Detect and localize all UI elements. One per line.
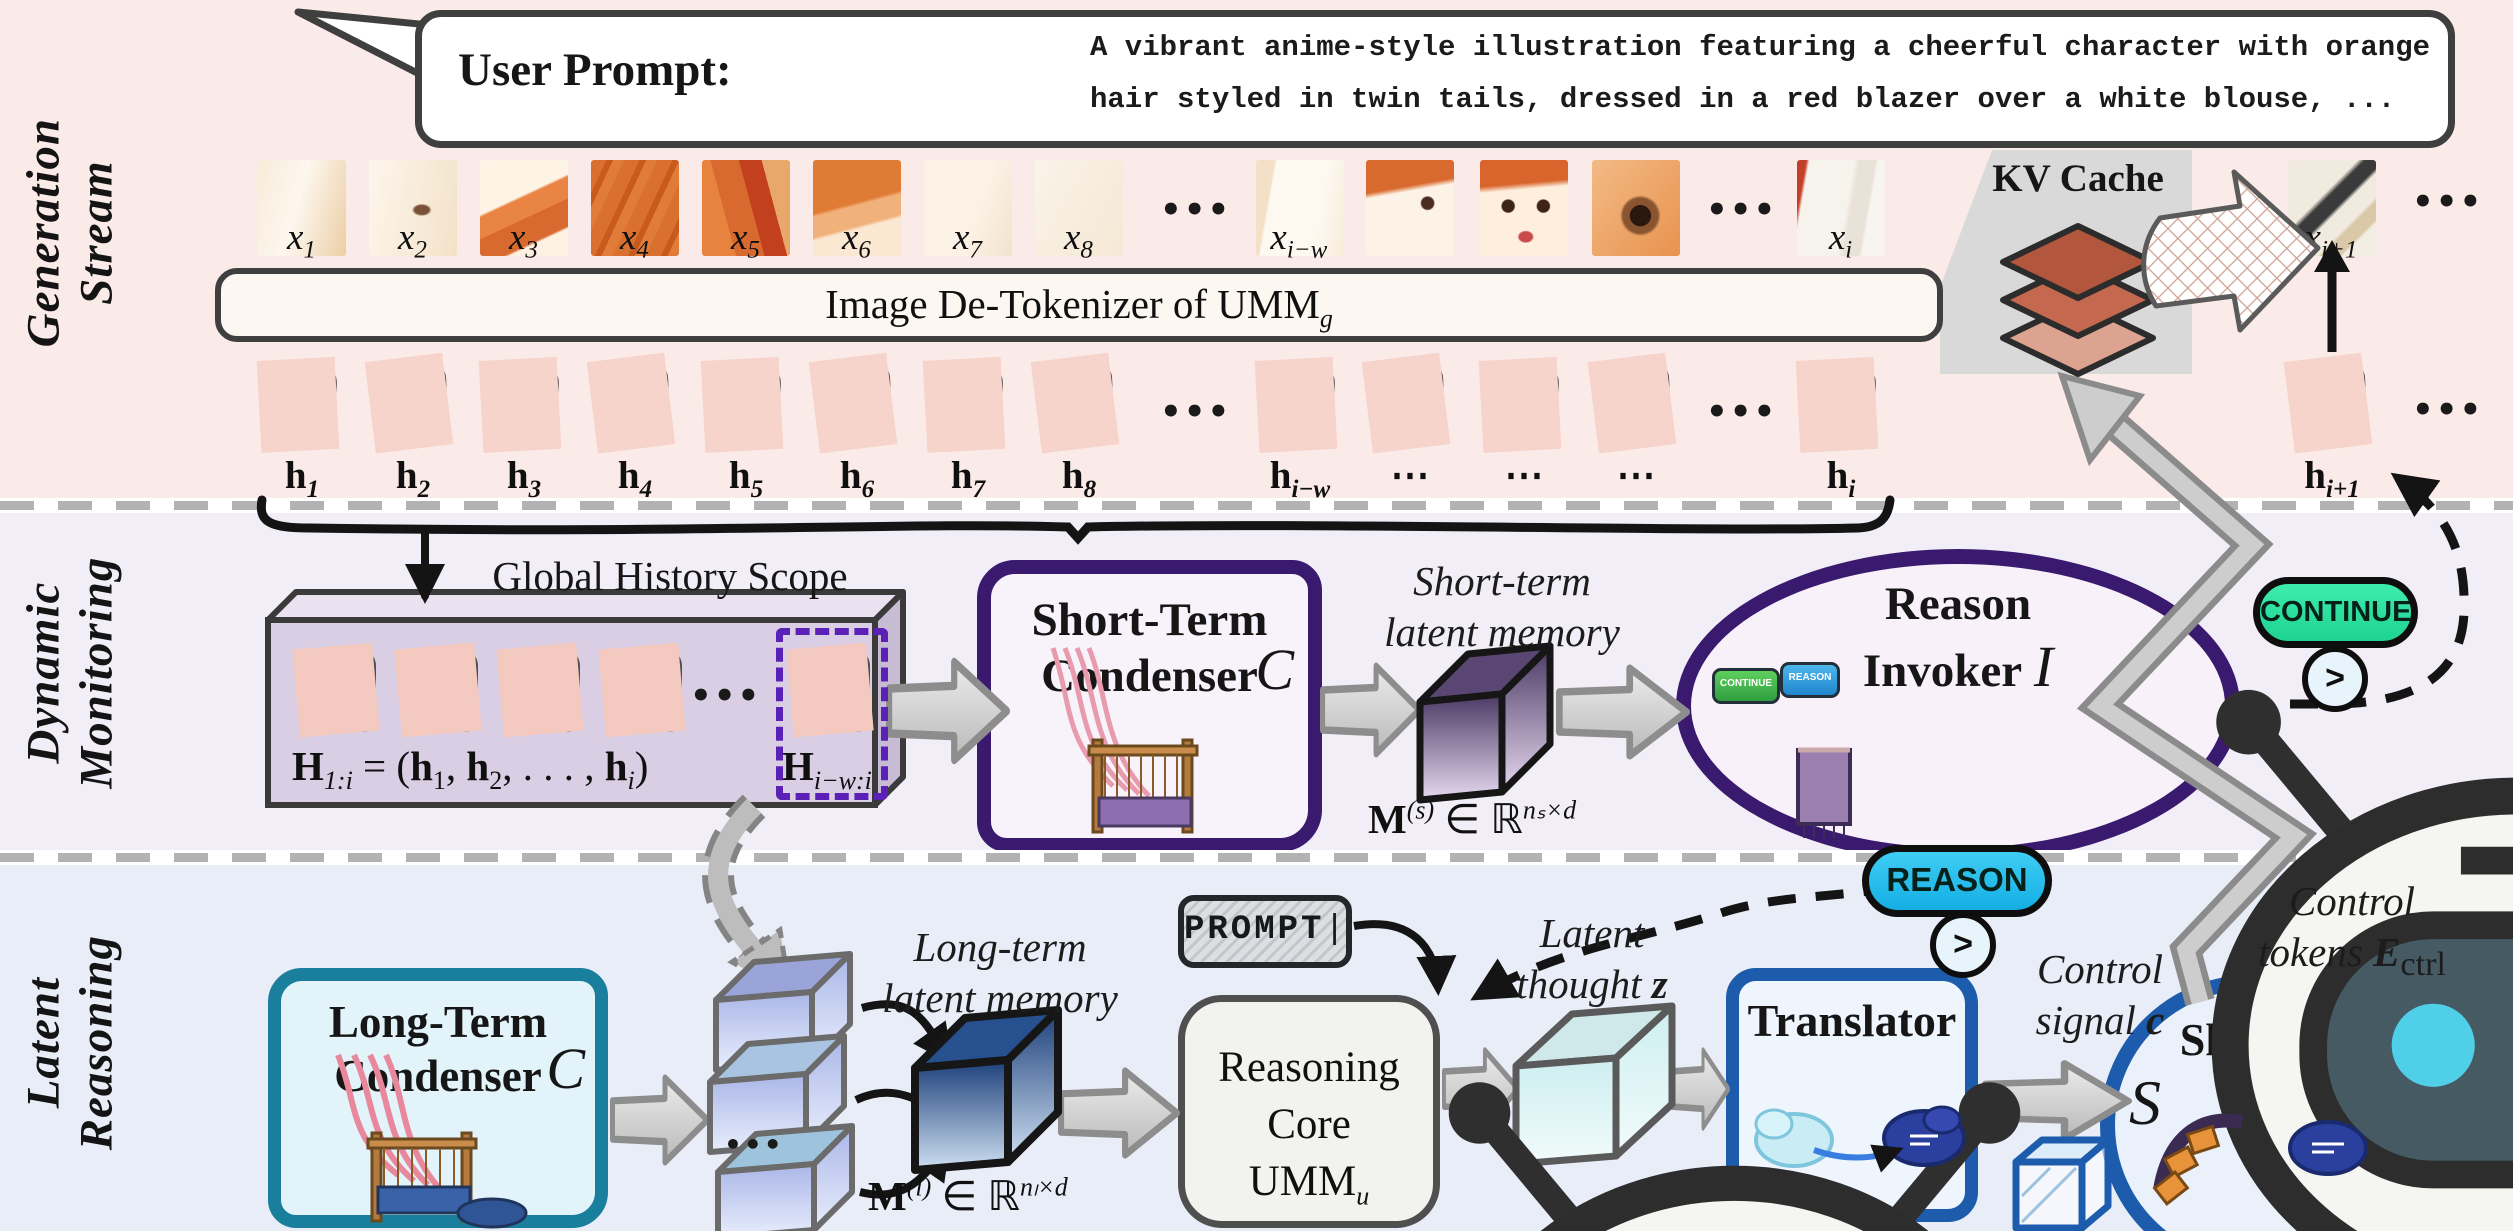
stack-ellipsis: ••• <box>724 1128 784 1161</box>
image-patch-x1: x1 <box>258 160 346 262</box>
image-patch-x6: x6 <box>813 160 901 262</box>
reasoning-core-box: Reasoning Core UMMu <box>1178 995 1440 1228</box>
prompt-text-line2: hair styled in twin tails, dressed in a … <box>1090 83 2396 116</box>
translator-symbol: T <box>1916 1137 1949 1202</box>
window-slice-label: Hi−w:i <box>782 743 872 796</box>
hidden-token-h2 <box>375 358 449 448</box>
band-divider-1 <box>0 498 2513 513</box>
image-patch-x5: x5 <box>702 160 790 262</box>
control-tokens-caption: Control tokens Ectrl <box>2258 878 2446 984</box>
control-signal-caption: Control signal c <box>2035 946 2165 1044</box>
image-patch-x-i: xi <box>1797 160 1885 262</box>
band-divider-2 <box>0 850 2513 865</box>
x-row-ellipsis-3: ••• <box>2412 182 2484 222</box>
reason-chevron-icon: > <box>1930 912 1996 978</box>
hidden-token-mid2 <box>1486 360 1560 450</box>
hidden-token-h-i1 <box>2294 358 2368 448</box>
latent-thought-caption: Latent thought z <box>1516 910 1668 1008</box>
hidden-token-h7 <box>930 360 1004 450</box>
history-ellipsis: ••• <box>690 676 762 716</box>
hidden-token-h6 <box>819 358 893 448</box>
hidden-token-h8 <box>1041 358 1115 448</box>
image-patch-face-2 <box>1480 160 1568 256</box>
kv-cache-label: KV Cache <box>1992 157 2164 200</box>
hidden-token-mid3 <box>1598 358 1672 448</box>
short-term-condenser-box: Short-Term Condenser C <box>977 560 1322 852</box>
shaper-symbol: S <box>2129 1067 2161 1138</box>
history-token-4 <box>606 648 682 732</box>
history-token-window <box>794 648 870 732</box>
reason-invoker-circle: Reason Invoker I <box>1676 549 2240 863</box>
condenser-symbol: C <box>546 1036 585 1101</box>
long-memory-formula: M(l) ∈ ℝnₗ×d <box>868 1172 1068 1219</box>
sliding-window-dashed-box <box>776 628 888 800</box>
user-prompt-label: User Prompt: <box>458 44 732 96</box>
image-patch-face-1 <box>1366 160 1454 256</box>
mini-continue-bubble: CONTINUE <box>1712 668 1780 704</box>
history-sequence-equation: H1:i = (h1, h2, . . . , hi) <box>292 743 649 796</box>
long-term-memory-caption: Long-term latent memory <box>882 924 1118 1022</box>
image-patch-x3: x3 <box>480 160 568 262</box>
image-patch-x-i-w: xi−w <box>1256 160 1344 262</box>
image-patch-x-i1: xi+1 <box>2288 160 2376 262</box>
history-token-1 <box>300 648 376 732</box>
x-row-ellipsis-1: ••• <box>1160 190 1232 230</box>
image-patch-x2: x2 <box>369 160 457 262</box>
prompt-text-line1: A vibrant anime-style illustration featu… <box>1090 31 2431 64</box>
image-patch-x8: x8 <box>1035 160 1123 262</box>
history-token-2 <box>402 648 478 732</box>
h-row-ellipsis-3: ••• <box>2412 390 2484 430</box>
long-term-condenser-box: Long-Term Condenser C <box>268 968 608 1228</box>
hidden-token-mid1 <box>1372 358 1446 448</box>
hidden-token-h-i-w <box>1262 360 1336 450</box>
x-row-ellipsis-2: ••• <box>1706 190 1778 230</box>
short-term-memory-caption: Short-term latent memory <box>1384 558 1620 656</box>
image-patch-x4: x4 <box>591 160 679 262</box>
global-history-scope-title: Global History Scope <box>492 553 848 599</box>
image-patch-x7: x7 <box>924 160 1012 262</box>
hidden-token-h-i <box>1803 360 1877 450</box>
image-detokenizer-bar: Image De-Tokenizer of UMMg <box>215 268 1943 342</box>
mini-reason-bubble: REASON <box>1780 662 1840 698</box>
translator-box: Translator T <box>1726 968 1978 1222</box>
invoker-symbol: I <box>2033 634 2054 700</box>
continue-chevron-icon: > <box>2302 646 2368 712</box>
prompt-chip: PROMPT| <box>1178 895 1352 968</box>
reason-badge: REASON <box>1862 845 2052 917</box>
h-row-ellipsis-2: ••• <box>1706 392 1778 432</box>
hidden-token-h4 <box>597 358 671 448</box>
hidden-token-h3 <box>486 360 560 450</box>
continue-badge: CONTINUE <box>2253 577 2418 648</box>
condenser-symbol: C <box>1255 637 1294 702</box>
user-prompt-bubble: User Prompt: A vibrant anime-style illus… <box>415 10 2455 148</box>
h-row-ellipsis-1: ••• <box>1160 392 1232 432</box>
hidden-token-h5 <box>708 360 782 450</box>
hidden-token-h1 <box>264 360 338 450</box>
image-patch-face-3 <box>1592 160 1680 256</box>
history-token-3 <box>504 648 580 732</box>
short-memory-formula: M(s) ∈ ℝnₛ×d <box>1368 795 1577 842</box>
